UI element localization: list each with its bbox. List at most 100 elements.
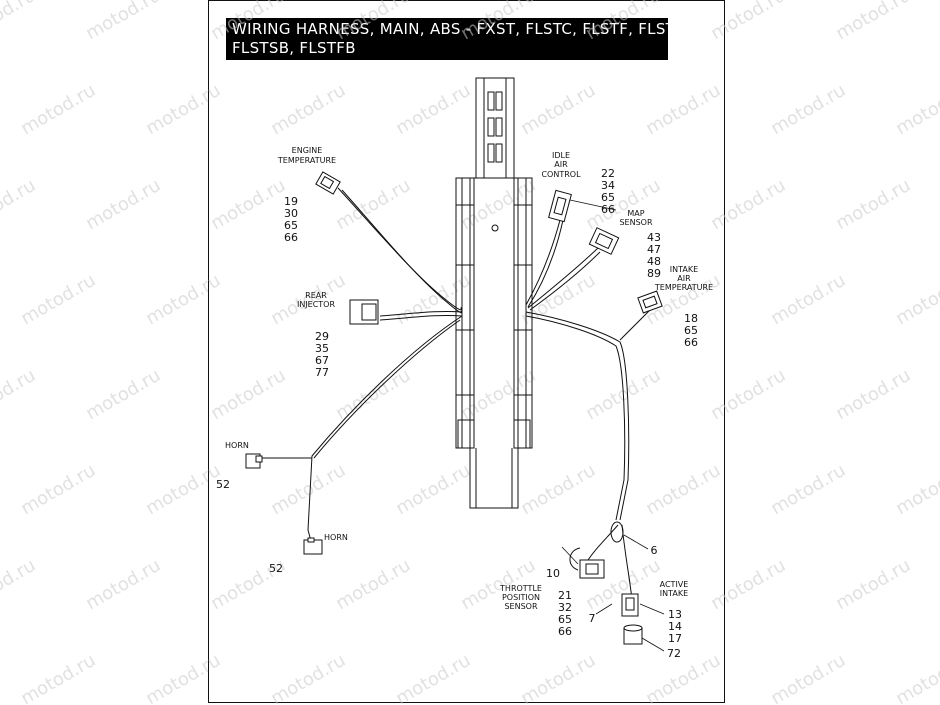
engine-temp-label-2: TEMPERATURE xyxy=(277,156,336,165)
callout-horn-2: 52 xyxy=(269,562,283,575)
watermark-text: motod.ru xyxy=(832,0,914,44)
watermark-text: motod.ru xyxy=(0,0,39,44)
watermark-text: motod.ru xyxy=(707,175,789,234)
callout-engine-temp-3: 65 xyxy=(284,219,298,232)
watermark-text: motod.ru xyxy=(207,365,289,424)
map-sensor-label-1: MAP xyxy=(627,209,644,218)
watermark-text: motod.ru xyxy=(642,650,724,705)
callout-iat-3: 66 xyxy=(684,336,698,349)
intake-air-temp-label-3: TEMPERATURE xyxy=(654,283,713,292)
title-line-1: WIRING HARNESS, MAIN, ABS - FXST, FLSTC,… xyxy=(232,20,692,38)
watermark-text: motod.ru xyxy=(17,270,99,329)
idle-air-control-connector-icon xyxy=(548,189,572,223)
engine-temp-label-1: ENGINE xyxy=(292,146,323,155)
watermark-text: motod.ru xyxy=(332,0,414,44)
watermark-text: motod.ru xyxy=(892,270,940,329)
watermark-text: motod.ru xyxy=(707,0,789,44)
watermark-text: motod.ru xyxy=(0,175,39,234)
active-intake-cap-icon xyxy=(623,624,643,645)
intake-air-temperature-connector-icon xyxy=(637,290,663,314)
callout-active-intake-1: 13 xyxy=(668,608,682,621)
watermark-text: motod.ru xyxy=(892,460,940,519)
watermark-text: motod.ru xyxy=(0,555,39,614)
watermark-text: motod.ru xyxy=(707,555,789,614)
callout-horn-1: 52 xyxy=(216,478,230,491)
watermark-text: motod.ru xyxy=(332,555,414,614)
wire-bundle xyxy=(262,187,651,601)
watermark-text: motod.ru xyxy=(517,270,599,329)
watermark-text: motod.ru xyxy=(707,365,789,424)
callout-clip: 6 xyxy=(651,544,658,557)
watermark-text: motod.ru xyxy=(892,650,940,705)
throttle-position-sensor-connector-icon xyxy=(569,547,605,579)
callout-active-intake-3: 17 xyxy=(668,632,682,645)
callout-injector-2: 35 xyxy=(315,342,329,355)
callout-idle-air-1: 22 xyxy=(601,167,615,180)
active-intake-label-1: ACTIVE xyxy=(660,580,689,589)
callout-idle-air-3: 65 xyxy=(601,191,615,204)
watermark-text: motod.ru xyxy=(267,460,349,519)
connectors xyxy=(245,171,663,645)
watermark-text: motod.ru xyxy=(642,460,724,519)
watermark-text: motod.ru xyxy=(142,80,224,139)
horn-1-connector-icon xyxy=(245,453,263,469)
idle-air-label-3: CONTROL xyxy=(541,170,581,179)
callout-iat-2: 65 xyxy=(684,324,698,337)
watermark-text: motod.ru xyxy=(517,650,599,705)
idle-air-label-1: IDLE xyxy=(552,151,570,160)
horn-2-label: HORN xyxy=(324,533,348,542)
callout-throttle-3: 65 xyxy=(558,613,572,626)
watermark-text: motod.ru xyxy=(392,460,474,519)
callout-injector-4: 77 xyxy=(315,366,329,379)
horn-1-label: HORN xyxy=(225,441,249,450)
active-intake-label-2: INTAKE xyxy=(660,589,688,598)
frame-backbone xyxy=(455,77,533,509)
title-line-2: FLSTSB, FLSTFB xyxy=(232,39,356,57)
map-sensor-connector-icon xyxy=(588,227,620,255)
watermark-text: motod.ru xyxy=(82,555,164,614)
callout-numbers: 19 30 65 66 22 34 65 66 43 47 48 89 18 6… xyxy=(216,167,698,660)
watermark-text: motod.ru xyxy=(582,0,664,44)
callout-throttle-harness: 10 xyxy=(546,567,560,580)
watermark-text: motod.ru xyxy=(392,80,474,139)
callout-throttle-2: 32 xyxy=(558,601,572,614)
watermark-text: motod.ru xyxy=(832,365,914,424)
callout-iat-1: 18 xyxy=(684,312,698,325)
callout-map-2: 47 xyxy=(647,243,661,256)
watermark-text: motod.ru xyxy=(267,650,349,705)
intake-air-temp-label-1: INTAKE xyxy=(670,265,698,274)
watermark-text: motod.ru xyxy=(392,650,474,705)
diagram-title: WIRING HARNESS, MAIN, ABS - FXST, FLSTC,… xyxy=(226,18,692,60)
watermark-text: motod.ru xyxy=(142,460,224,519)
watermark-text: motod.ru xyxy=(517,460,599,519)
watermark-text: motod.ru xyxy=(82,365,164,424)
horn-2-connector-icon xyxy=(303,537,323,555)
callout-idle-air-2: 34 xyxy=(601,179,615,192)
active-intake-connector-icon xyxy=(621,593,639,617)
watermark-text: motod.ru xyxy=(767,80,849,139)
watermark-text: motod.ru xyxy=(17,460,99,519)
watermark-text: motod.ru xyxy=(82,0,164,44)
watermark-text: motod.ru xyxy=(767,650,849,705)
callout-map-4: 89 xyxy=(647,267,661,280)
callout-injector-3: 67 xyxy=(315,354,329,367)
map-sensor-label-2: SENSOR xyxy=(619,218,652,227)
callout-idle-air-4: 66 xyxy=(601,203,615,216)
rear-injector-label-2: INJECTOR xyxy=(297,300,336,309)
watermark-text: motod.ru xyxy=(767,460,849,519)
leader-lines xyxy=(561,199,665,652)
watermark-text: motod.ru xyxy=(457,0,539,44)
engine-temperature-connector-icon xyxy=(315,171,341,195)
callout-throttle-1: 21 xyxy=(558,589,572,602)
watermark-text: motod.ru xyxy=(642,80,724,139)
callout-map-3: 48 xyxy=(647,255,661,268)
rear-injector-label-1: REAR xyxy=(305,291,327,300)
watermark-text: motod.ru xyxy=(142,270,224,329)
rear-injector-connector-icon xyxy=(349,299,379,325)
watermark-text: motod.ru xyxy=(832,175,914,234)
watermark-text: motod.ru xyxy=(892,80,940,139)
watermark-text: motod.ru xyxy=(0,365,39,424)
callout-active-intake-tie: 7 xyxy=(589,612,596,625)
watermark-text: motod.ru xyxy=(332,365,414,424)
